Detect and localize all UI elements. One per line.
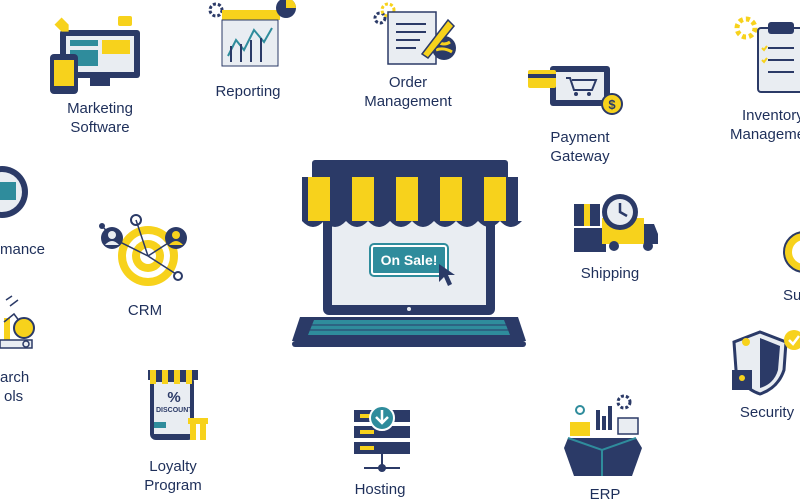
support-icon bbox=[783, 231, 800, 273]
order-management-label: Order Management bbox=[364, 74, 452, 110]
storefront-laptop-illustration bbox=[292, 160, 526, 347]
performance-label: mance bbox=[0, 241, 46, 258]
performance-icon bbox=[0, 166, 28, 218]
security-label: Security bbox=[739, 404, 795, 421]
marketing-software-icon bbox=[50, 16, 140, 94]
discount-percent: % bbox=[167, 389, 181, 406]
inventory-management-icon bbox=[734, 16, 800, 93]
search-tools-label: arch ols bbox=[0, 369, 30, 405]
search-tools-icon bbox=[0, 295, 35, 349]
cursor-icon bbox=[439, 264, 455, 286]
on-sale-label: On Sale! bbox=[380, 252, 438, 268]
erp-icon bbox=[564, 394, 642, 476]
payment-gateway-label: Payment Gateway bbox=[550, 129, 610, 165]
marketing-software-label: Marketing Software bbox=[67, 100, 133, 136]
shipping-label: Shipping bbox=[580, 265, 640, 282]
hosting-icon bbox=[354, 405, 410, 472]
payment-gateway-icon: $ bbox=[528, 66, 623, 115]
reporting-icon bbox=[208, 0, 296, 67]
loyalty-program-label: Loyalty Program bbox=[144, 458, 202, 494]
discount-text: DISCOUNT bbox=[156, 407, 193, 414]
svg-text:$: $ bbox=[608, 97, 616, 112]
hosting-label: Hosting bbox=[354, 481, 406, 498]
crm-label: CRM bbox=[127, 302, 163, 319]
discount-tag: % DISCOUNT bbox=[156, 389, 193, 416]
loyalty-program-icon bbox=[148, 370, 208, 440]
inventory-management-label: Inventory Management bbox=[730, 107, 800, 143]
security-icon bbox=[732, 330, 800, 396]
crm-icon bbox=[99, 214, 187, 286]
awning bbox=[302, 160, 522, 227]
on-sale-button[interactable]: On Sale! bbox=[371, 245, 447, 275]
erp-label: ERP bbox=[589, 486, 621, 503]
order-management-icon bbox=[373, 2, 456, 65]
support-label: Su bbox=[783, 287, 800, 304]
shipping-icon bbox=[574, 194, 658, 252]
reporting-label: Reporting bbox=[215, 83, 281, 100]
